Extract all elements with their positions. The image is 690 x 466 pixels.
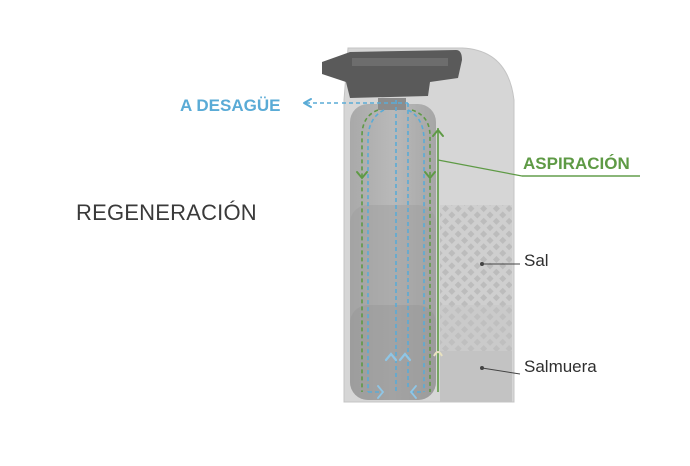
resin-lower bbox=[350, 305, 436, 400]
tank-neck bbox=[378, 98, 406, 110]
salt-zone bbox=[440, 205, 512, 305]
brine-pattern bbox=[440, 305, 512, 351]
valve-cap-highlight bbox=[352, 58, 448, 66]
resin-tank bbox=[350, 104, 436, 400]
drain-arrow-icon bbox=[303, 98, 312, 108]
bottom-chevrons bbox=[377, 385, 417, 399]
pointer-lines bbox=[481, 263, 521, 375]
drain-up-chevrons bbox=[384, 352, 412, 362]
brine-pointer-dot bbox=[480, 366, 484, 370]
drain-label: A DESAGÜE bbox=[180, 96, 281, 115]
brine-inlet-icon bbox=[433, 351, 443, 357]
resin-level bbox=[350, 205, 436, 400]
suction-up-chevron bbox=[432, 128, 444, 137]
drain-flow bbox=[342, 100, 425, 393]
salt-label: Sal bbox=[524, 251, 549, 270]
suction-down-chevrons bbox=[356, 171, 436, 180]
brine-label: Salmuera bbox=[524, 357, 597, 376]
suction-label: ASPIRACIÓN bbox=[523, 154, 630, 173]
diagram-title: REGENERACIÓN bbox=[76, 200, 257, 225]
salt-pointer-dot bbox=[480, 262, 484, 266]
